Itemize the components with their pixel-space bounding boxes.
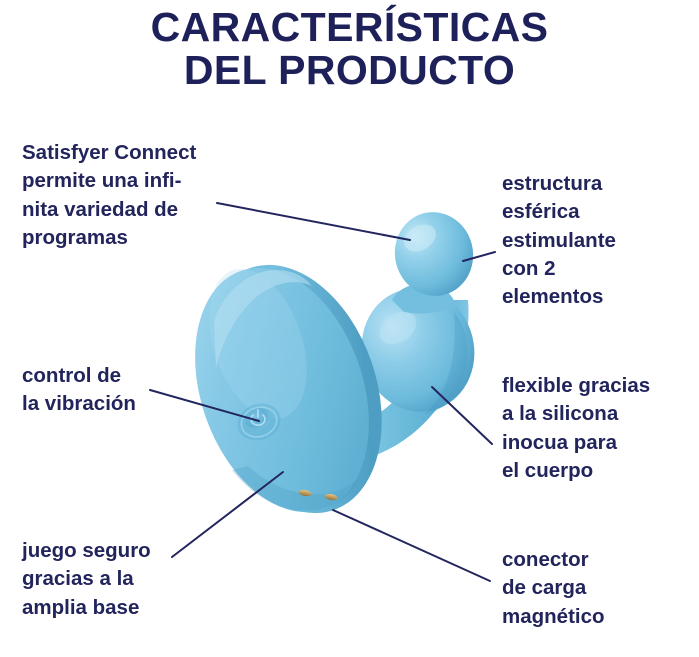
power-button-recess[interactable] (232, 398, 285, 446)
base-rim-highlight (214, 270, 312, 368)
callout-control-line-2: la vibración (22, 392, 136, 416)
power-symbol-icon (250, 414, 266, 427)
callout-sphere-line-3: estimulante (502, 228, 616, 252)
oval-base-plate (195, 264, 382, 514)
callout-silicone-line-1: flexible gracias (502, 374, 651, 397)
title-line-1: CARACTERÍSTICAS (150, 4, 549, 50)
sphere-highlight (404, 224, 436, 252)
callout-connector-line-2: de carga (502, 576, 587, 600)
bead-waist (392, 283, 456, 314)
callout-sphere-line-1: estructura (502, 172, 603, 195)
leader-line-base (171, 471, 284, 558)
callout-connector-line-1: conector (502, 548, 589, 571)
power-button-ring-outer (240, 406, 278, 438)
callout-programs-line-4: programas (22, 225, 128, 249)
base-face-sheen (209, 268, 307, 420)
leader-line-control (149, 389, 260, 422)
callout-sphere-line-5: elementos (502, 285, 604, 309)
base-plate-face (195, 267, 369, 513)
callout-base-line-2: gracias a la (22, 567, 134, 591)
callout-silicone-line-3: inocua para (502, 430, 618, 454)
callout-base-line-1: juego seguro (22, 539, 151, 562)
lower-bead (361, 288, 475, 412)
charging-contact-right (324, 493, 338, 501)
leader-line-silicone (431, 386, 493, 445)
callout-sphere: estructura esférica estimulante con 2 el… (502, 170, 616, 311)
callout-connector: conector de carga magnético (502, 546, 605, 631)
leader-line-sphere (462, 251, 496, 262)
callout-control-line-1: control de (22, 364, 122, 387)
callout-silicone: flexible gracias a la silicona inocua pa… (502, 372, 650, 485)
upper-sphere (394, 212, 474, 296)
callout-control: control de la vibración (22, 362, 136, 419)
flexible-neck (318, 300, 469, 466)
callout-base-line-3: amplia base (22, 595, 140, 619)
callout-programs: Satisfyer Connect permite una infi- nita… (22, 139, 196, 252)
page-title: CARACTERÍSTICAS DEL PRODUCTO (0, 6, 699, 91)
magnetic-charging-contacts (298, 489, 338, 501)
leader-lines (149, 202, 496, 582)
bead-shading (424, 312, 468, 414)
callout-connector-line-3: magnético (502, 604, 605, 628)
callout-silicone-line-4: el cuerpo (502, 458, 594, 482)
leader-line-programs (216, 202, 411, 241)
base-lower-shading (232, 466, 360, 511)
base-plate-edge (202, 264, 382, 514)
callout-silicone-line-2: a la silicona (502, 402, 619, 426)
callout-sphere-line-4: con 2 (502, 256, 556, 280)
callout-programs-line-1: Satisfyer Connect (22, 141, 197, 164)
callout-programs-line-2: permite una infi- (22, 169, 182, 193)
leader-line-connector (332, 509, 491, 582)
power-button[interactable] (232, 398, 285, 446)
bead-highlight (379, 311, 417, 345)
callout-sphere-line-2: esférica (502, 200, 580, 224)
title-line-2: DEL PRODUCTO (183, 46, 516, 93)
callout-base: juego seguro gracias a la amplia base (22, 537, 151, 622)
power-button-cap[interactable] (242, 405, 273, 433)
product-shaft (318, 212, 475, 466)
callout-programs-line-3: nita variedad de (22, 197, 179, 221)
charging-contact-left (298, 489, 312, 497)
